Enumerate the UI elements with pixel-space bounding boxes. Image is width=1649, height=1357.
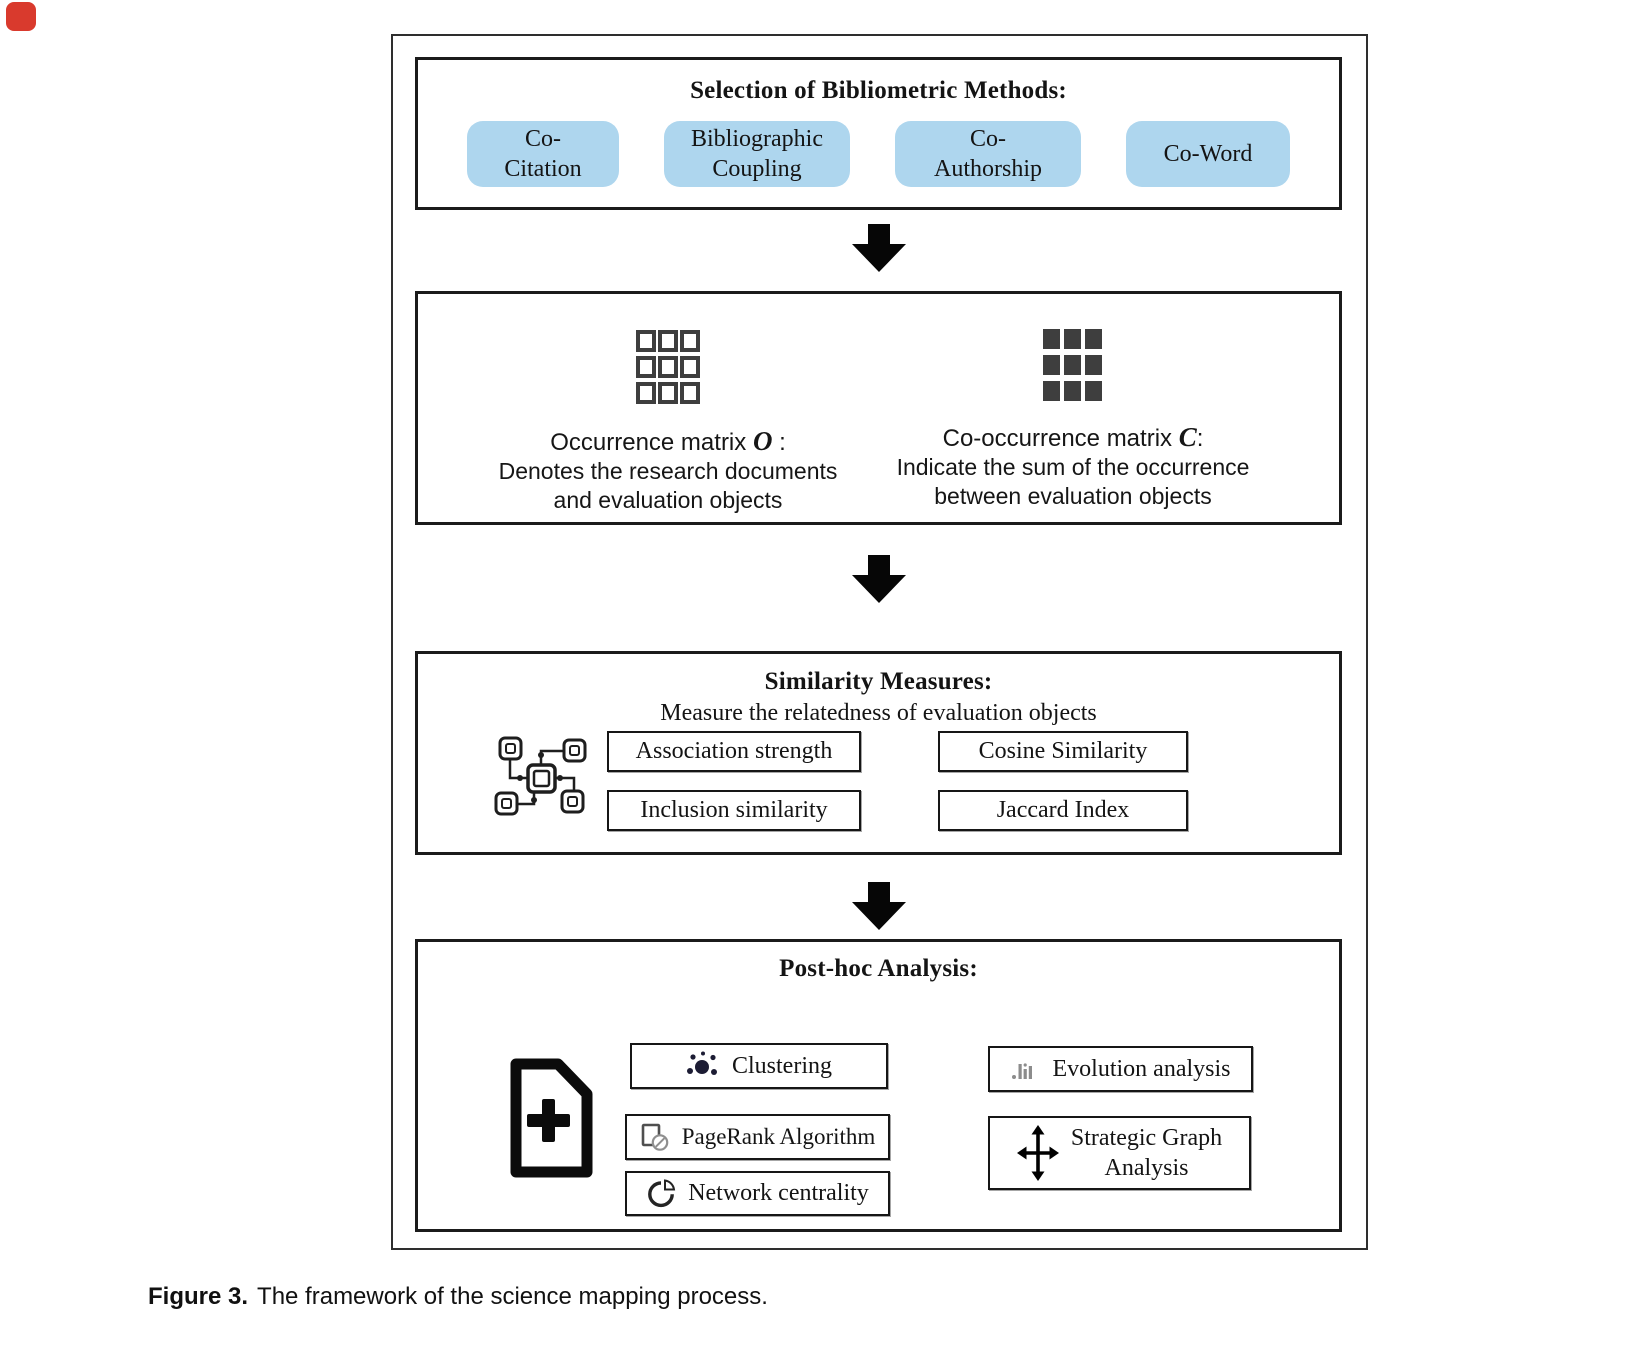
measure-jaccard-index: Jaccard Index (938, 790, 1188, 831)
cooccurrence-title-colon: : (1196, 425, 1204, 452)
figure-caption-label: Figure 3. (148, 1283, 249, 1310)
posthoc-label-evolution-analysis: Evolution analysis (1052, 1055, 1231, 1082)
occurrence-desc-line2: and evaluation objects (553, 487, 783, 514)
cooccurrence-matrix-title: Co-occurrence matrix C: (943, 422, 1204, 453)
posthoc-section: Post-hoc Analysis: Clustering (415, 939, 1342, 1232)
similarity-section-title: Similarity Measures: (764, 668, 993, 695)
measure-cosine-similarity: Cosine Similarity (938, 731, 1188, 772)
cooccurrence-title-text: Co-occurrence matrix (942, 425, 1179, 452)
flow-arrow-3 (415, 882, 1342, 930)
pagerank-pages-icon (641, 1123, 669, 1151)
posthoc-label-strategic-graph: Strategic Graph Analysis (1070, 1125, 1223, 1181)
pie-chart-icon (648, 1178, 676, 1207)
occurrence-matrix-title: Occurrence matrix O : (550, 426, 786, 457)
measure-inclusion-similarity: Inclusion similarity (607, 790, 861, 831)
cooccurrence-matrix-column: Co-occurrence matrix C: Indicate the sum… (863, 294, 1283, 512)
bar-chart-icon (1011, 1063, 1032, 1079)
chip-co-citation: Co- Citation (467, 121, 619, 187)
posthoc-box-pagerank: PageRank Algorithm (625, 1114, 890, 1160)
similarity-measures-grid: Association strength Cosine Similarity I… (607, 731, 1188, 831)
methods-section-title: Selection of Bibliometric Methods: (690, 77, 1067, 104)
posthoc-box-network-centrality: Network centrality (625, 1171, 890, 1216)
posthoc-label-network-centrality: Network centrality (688, 1180, 869, 1206)
posthoc-box-evolution-analysis: Evolution analysis (988, 1046, 1253, 1092)
cluster-dots-icon (687, 1051, 717, 1075)
measure-association-strength: Association strength (607, 731, 861, 772)
down-block-arrow-icon (851, 555, 906, 603)
network-nodes-icon (490, 734, 590, 818)
chip-co-authorship: Co- Authorship (895, 121, 1081, 187)
cooccurrence-desc-line1: Indicate the sum of the occurrence (896, 454, 1250, 480)
posthoc-label-clustering: Clustering (732, 1052, 832, 1079)
occurrence-title-colon: : (772, 429, 786, 456)
down-block-arrow-icon (851, 224, 906, 272)
similarity-section-subtitle: Measure the relatedness of evaluation ob… (660, 700, 1097, 726)
figure-caption-text: The framework of the science mapping pro… (257, 1283, 768, 1310)
cooccurrence-desc-line2: between evaluation objects (934, 483, 1212, 510)
chip-co-word: Co-Word (1126, 121, 1290, 187)
flow-arrow-2 (415, 555, 1342, 603)
posthoc-box-strategic-graph: Strategic Graph Analysis (988, 1116, 1251, 1190)
posthoc-box-clustering: Clustering (630, 1043, 888, 1089)
matrix-outline-grid-icon (636, 330, 700, 404)
red-corner-artifact (6, 2, 36, 31)
down-block-arrow-icon (851, 882, 906, 930)
cooccurrence-symbol: C (1178, 422, 1197, 452)
posthoc-label-pagerank: PageRank Algorithm (681, 1124, 876, 1149)
matrix-section: Occurrence matrix O : Denotes the resear… (415, 291, 1342, 525)
chip-bibliographic-coupling: Bibliographic Coupling (664, 121, 850, 187)
flow-arrow-1 (415, 224, 1342, 272)
move-arrows-icon (1016, 1125, 1059, 1181)
occurrence-matrix-column: Occurrence matrix O : Denotes the resear… (453, 294, 883, 516)
posthoc-section-title: Post-hoc Analysis: (779, 955, 978, 982)
document-plus-icon (498, 1057, 598, 1179)
figure-caption: Figure 3. The framework of the science ma… (148, 1283, 768, 1311)
occurrence-desc-line1: Denotes the research documents (498, 458, 838, 484)
occurrence-title-text: Occurrence matrix (550, 429, 753, 456)
occurrence-symbol: O (752, 426, 773, 456)
similarity-section: Similarity Measures: Measure the related… (415, 651, 1342, 855)
method-chips-row: Co- Citation Bibliographic Coupling Co- … (418, 121, 1339, 187)
matrix-filled-grid-icon (1043, 329, 1102, 401)
methods-section: Selection of Bibliometric Methods: Co- C… (415, 57, 1342, 210)
